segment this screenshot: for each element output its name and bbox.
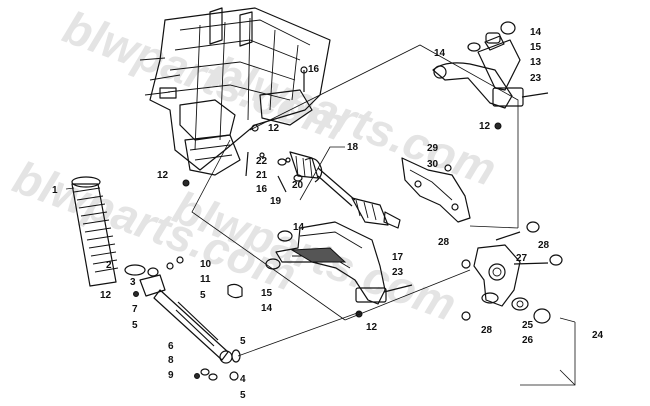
callout-14: 14 xyxy=(293,222,305,233)
callout-1: 1 xyxy=(52,185,58,196)
callout-24: 24 xyxy=(592,330,604,341)
callout-3: 3 xyxy=(130,277,136,288)
callout-12: 12 xyxy=(479,121,491,132)
lower-a-arm xyxy=(227,221,413,318)
callout-12: 12 xyxy=(100,290,112,301)
callout-5: 5 xyxy=(240,336,246,347)
callout-16: 16 xyxy=(256,184,268,195)
callout-13: 13 xyxy=(530,57,542,68)
callout-27: 27 xyxy=(516,253,528,264)
callout-29: 29 xyxy=(427,143,439,154)
callout-30: 30 xyxy=(427,159,439,170)
callout-28: 28 xyxy=(438,237,450,248)
callout-19: 19 xyxy=(270,196,282,207)
callout-5: 5 xyxy=(200,290,206,301)
callout-21: 21 xyxy=(256,170,268,181)
callout-5: 5 xyxy=(132,320,138,331)
shock-absorber-assembly xyxy=(71,176,241,381)
callout-4: 4 xyxy=(240,374,246,385)
watermark-text: blwparts.com xyxy=(207,46,503,196)
callout-5: 5 xyxy=(240,390,246,401)
callout-8: 8 xyxy=(168,355,174,366)
callout-25: 25 xyxy=(522,320,534,331)
callout-20: 20 xyxy=(292,180,304,191)
callout-17: 17 xyxy=(392,252,404,263)
frame-fasteners xyxy=(182,66,308,187)
leader-lines xyxy=(65,44,576,386)
callout-16: 16 xyxy=(308,64,320,75)
callout-12: 12 xyxy=(268,123,280,134)
callout-11: 11 xyxy=(200,274,211,285)
drive-axle-assembly xyxy=(277,151,401,229)
callout-23: 23 xyxy=(530,73,542,84)
callout-14: 14 xyxy=(530,27,542,38)
callout-28: 28 xyxy=(538,240,550,251)
callout-22: 22 xyxy=(256,156,268,167)
callout-14: 14 xyxy=(434,48,446,59)
callout-14: 14 xyxy=(261,303,273,314)
bearing-carrier xyxy=(461,221,563,324)
callout-12: 12 xyxy=(366,322,378,333)
callout-6: 6 xyxy=(168,341,174,352)
callout-18: 18 xyxy=(347,142,359,153)
callout-9: 9 xyxy=(168,370,174,381)
callout-10: 10 xyxy=(200,259,212,270)
upper-a-arm-assembly xyxy=(432,21,549,130)
cv-guard-plate xyxy=(401,157,471,223)
callout-26: 26 xyxy=(522,335,534,346)
callout-labels: 1 2 3 4 5 5 5 5 6 7 8 9 10 11 12 12 12 1… xyxy=(52,27,604,401)
callout-15: 15 xyxy=(530,42,542,53)
callout-2: 2 xyxy=(106,260,112,271)
callout-12: 12 xyxy=(157,170,169,181)
callout-15: 15 xyxy=(261,288,273,299)
callout-28: 28 xyxy=(481,325,493,336)
callout-7: 7 xyxy=(132,304,138,315)
callout-23: 23 xyxy=(392,267,404,278)
